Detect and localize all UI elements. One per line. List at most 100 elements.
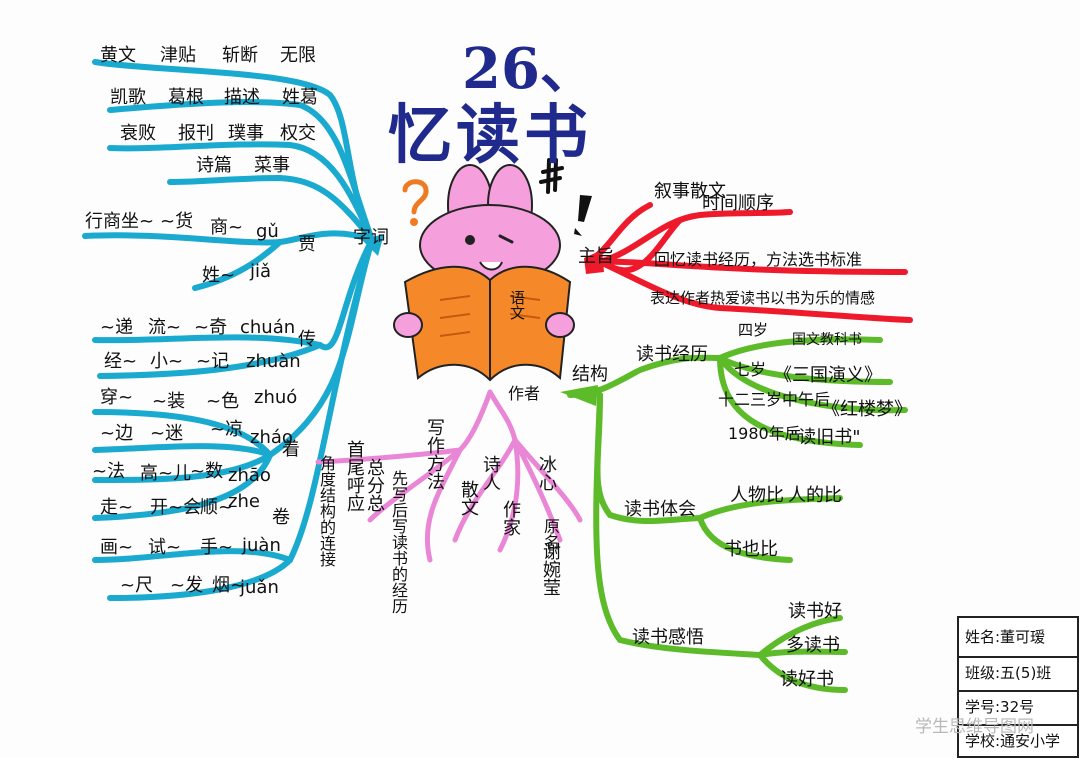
cyan-branch-head bbox=[362, 234, 384, 256]
author-item: 冰心 bbox=[536, 455, 557, 491]
zhuo-pinyin: zháo bbox=[250, 427, 293, 448]
student-class: 班级:五(5)班 bbox=[965, 664, 1052, 682]
word-item: 报刊 bbox=[178, 123, 214, 144]
bunny-illustration bbox=[393, 164, 575, 382]
juan-word: ~发 bbox=[170, 575, 204, 596]
zhuo-word: ~色 bbox=[206, 391, 240, 412]
insight-item: 多读书 bbox=[786, 635, 840, 656]
word-item: 葛根 bbox=[168, 87, 204, 108]
zhuo-word: ~边 bbox=[100, 423, 134, 444]
word-item: 衰败 bbox=[120, 123, 156, 144]
branch-label-zhuzhi: 主旨 bbox=[578, 246, 614, 267]
page-title: 忆读书 bbox=[388, 98, 592, 173]
method-item: 角度结构的连接 bbox=[317, 455, 336, 567]
zhuo-pinyin: zhāo bbox=[228, 465, 271, 486]
experience-item: 人物比 bbox=[730, 485, 784, 506]
jia-char: 贾 bbox=[298, 234, 316, 255]
reading-label: 读书经历 bbox=[636, 344, 708, 365]
reading-item: 十二三岁中午后 bbox=[718, 390, 831, 409]
jia-pinyin: jiǎ bbox=[250, 261, 272, 282]
reading-item: 七岁 bbox=[734, 360, 767, 379]
reading-item: 四岁 bbox=[738, 321, 769, 339]
juan-word: ~尺 bbox=[120, 575, 154, 596]
author-item: 谢婉莹 bbox=[540, 542, 561, 596]
author-item: 原名 bbox=[541, 518, 560, 550]
reading-item: 《红楼梦》 bbox=[822, 399, 912, 420]
zhuo-word: ~法 bbox=[92, 461, 126, 482]
experience-label: 读书体会 bbox=[624, 499, 696, 520]
info-divider bbox=[959, 690, 1077, 692]
zhuo-pinyin: zhuó bbox=[254, 387, 298, 408]
chuan-pinyin: zhuàn bbox=[246, 351, 301, 372]
punct-decor bbox=[402, 158, 592, 236]
zhuo-word: 高~儿 bbox=[140, 463, 192, 484]
zhuo-word: 穿~ bbox=[100, 387, 134, 408]
zhuo-word: ~装 bbox=[152, 391, 186, 412]
word-item: 姓葛 bbox=[282, 87, 318, 108]
reading-item: 《三国演义》 bbox=[774, 365, 882, 386]
experience-item: 书也比 bbox=[724, 539, 778, 560]
author-item: 诗人 bbox=[480, 455, 501, 491]
word-item: 菜事 bbox=[254, 155, 290, 176]
jia-word: 商~ bbox=[210, 217, 244, 238]
jia-pinyin: gǔ bbox=[256, 221, 279, 242]
juan-char: 卷 bbox=[272, 507, 290, 528]
cyan-branches bbox=[82, 59, 375, 601]
word-item: 诗篇 bbox=[196, 155, 232, 176]
info-divider bbox=[959, 724, 1077, 726]
chuan-char: 传 bbox=[298, 329, 316, 350]
author-item: 散文 bbox=[458, 480, 479, 516]
experience-item: 人的比 bbox=[788, 485, 842, 506]
word-item: 无限 bbox=[280, 45, 316, 66]
word-item: 描述 bbox=[224, 87, 260, 108]
juan-pinyin: juàn bbox=[242, 535, 281, 556]
jia-word: 行商坐~ bbox=[85, 211, 155, 232]
reading-item: 1980年后 bbox=[728, 424, 801, 443]
word-item: 璞事 bbox=[228, 123, 264, 144]
author-item: 作家 bbox=[500, 500, 521, 536]
student-school: 学校:通安小学 bbox=[965, 732, 1061, 750]
branch-label-author: 作者 bbox=[508, 384, 541, 403]
zhuo-word: ~数 bbox=[190, 461, 224, 482]
chuan-word: ~递 bbox=[100, 317, 134, 338]
reading-item: "读旧书" bbox=[790, 427, 861, 448]
pink-branches bbox=[315, 389, 583, 563]
zhuzhi-item: 回忆读书经历，方法选书标准 bbox=[654, 250, 863, 269]
juan-word: 手~ bbox=[200, 537, 234, 558]
book-label: 语文 bbox=[508, 290, 526, 320]
student-number: 学号:32号 bbox=[965, 698, 1035, 716]
juan-word: 画~ bbox=[100, 537, 134, 558]
juan-word: 试~ bbox=[148, 537, 182, 558]
zhuo-word: 顺~ bbox=[200, 497, 234, 518]
zhuo-word: 走~ bbox=[100, 497, 134, 518]
zhuo-word: ~凉 bbox=[210, 419, 244, 440]
chuan-word: ~奇 bbox=[194, 317, 228, 338]
insight-item: 读书好 bbox=[788, 601, 842, 622]
zhuo-word: ~迷 bbox=[150, 423, 184, 444]
word-item: 凯歌 bbox=[110, 87, 146, 108]
word-item: 黄文 bbox=[100, 45, 136, 66]
lesson-number: 26、 bbox=[462, 36, 596, 102]
method-item: 首尾呼应 bbox=[344, 440, 365, 512]
jia-word: 姓~ bbox=[202, 265, 236, 286]
zhuo-word: 开~会 bbox=[150, 497, 202, 518]
juan-pinyin: juǎn bbox=[240, 577, 279, 598]
method-item: 写作方法 bbox=[424, 418, 445, 490]
branch-label-zici: 字词 bbox=[353, 227, 389, 248]
word-item: 权交 bbox=[280, 123, 316, 144]
red-branches bbox=[587, 202, 913, 323]
zhuzhi-item: 表达作者热爱读书以书为乐的情感 bbox=[650, 289, 876, 307]
info-divider bbox=[959, 656, 1077, 658]
method-item: 总分总 bbox=[364, 458, 385, 512]
method-item: 先写后写读书的经历 bbox=[389, 470, 408, 614]
insight-item: 读好书 bbox=[780, 669, 834, 690]
student-name: 姓名:董可瑷 bbox=[965, 628, 1046, 646]
chuan-word: ~记 bbox=[196, 351, 230, 372]
word-item: 津贴 bbox=[160, 45, 196, 66]
red-branch-head bbox=[584, 250, 604, 274]
branch-label-jiegou: 结构 bbox=[572, 364, 608, 385]
chuan-word: 流~ bbox=[148, 317, 182, 338]
zhuzhi-item: 叙事散文 bbox=[654, 181, 726, 202]
